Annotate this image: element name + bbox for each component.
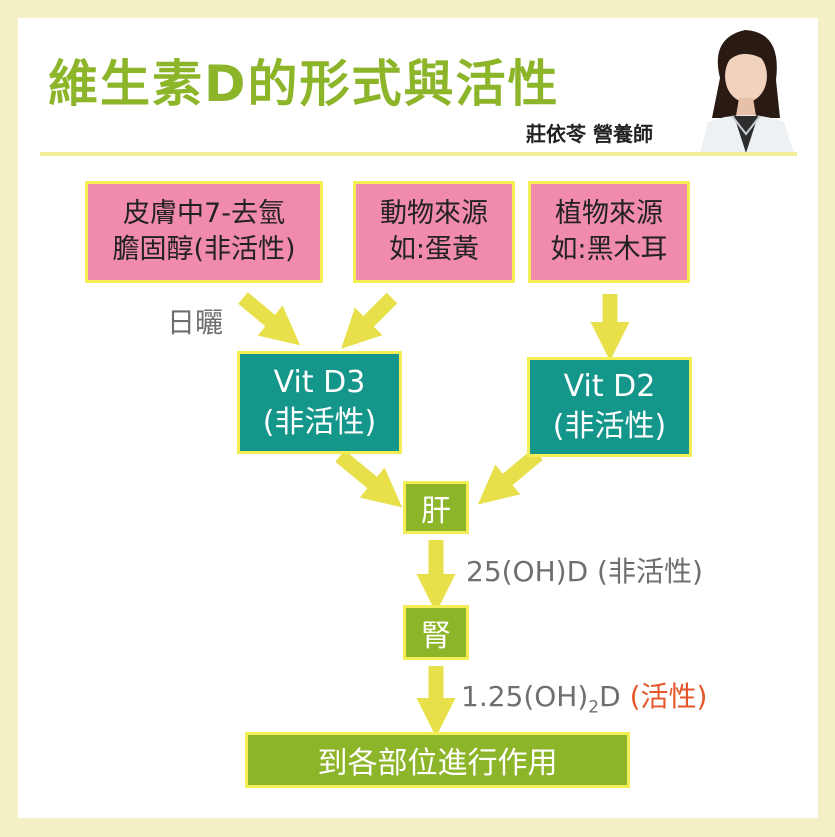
source-skin-box: 皮膚中7-去氫 膽固醇(非活性) [85, 181, 323, 283]
author-avatar [690, 18, 800, 153]
author-name: 莊依苓 營養師 [526, 122, 653, 146]
flow-arrows [238, 292, 630, 737]
sunlight-label: 日曬 [167, 306, 224, 339]
vit-d3-box: Vit D3 (非活性) [237, 351, 402, 454]
arrow-d2-to-liver [477, 448, 543, 505]
kidney-output-prefix: 1.25(OH) [461, 680, 589, 713]
liver-box: 肝 [403, 481, 469, 534]
active-label: (活性) [629, 680, 708, 713]
arrow-skin-to-d3 [238, 292, 301, 346]
vit-d2-box: Vit D2 (非活性) [527, 357, 692, 457]
final-action-box: 到各部位進行作用 [245, 732, 630, 788]
source-animal-box: 動物來源 如:蛋黃 [353, 181, 515, 283]
infographic-card: 維生素D的形式與活性 莊依苓 營養師 [18, 18, 818, 818]
kidney-output-subscript: 2 [588, 697, 600, 718]
kidney-output-suffix: D [599, 680, 630, 713]
kidney-output-label: 1.25(OH)2D (活性) [461, 675, 707, 718]
title-divider [40, 152, 797, 156]
arrow-animal-to-d3 [341, 292, 398, 349]
page-title: 維生素D的形式與活性 [48, 55, 560, 113]
arrow-d3-to-liver [335, 450, 403, 508]
kidney-box: 腎 [403, 605, 469, 660]
source-plant-box: 植物來源 如:黑木耳 [528, 181, 690, 283]
liver-output-label: 25(OH)D (非活性) [466, 555, 703, 588]
